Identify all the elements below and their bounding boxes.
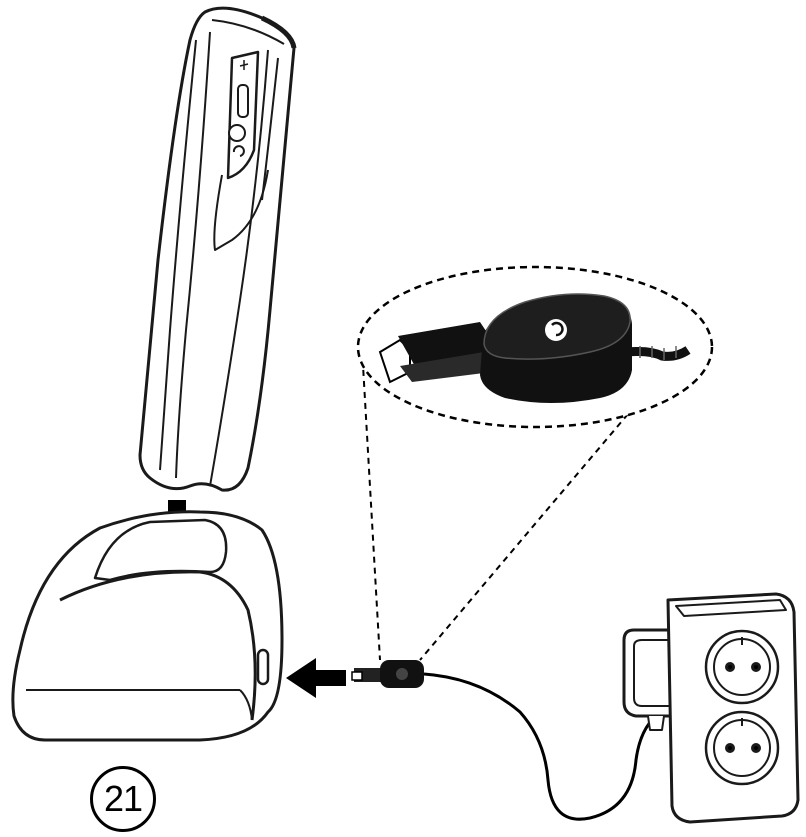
step-number-label: 21 [90, 766, 156, 832]
charging-cradle-icon [11, 510, 284, 742]
phone-icon [138, 6, 297, 492]
usb-connector-icon [351, 660, 424, 688]
wall-outlet-icon [666, 592, 800, 824]
connect-arrow-icon [286, 658, 346, 698]
magnified-connector-icon [356, 265, 714, 429]
cable-icon [423, 672, 658, 821]
zoom-guide-lines [361, 347, 629, 661]
